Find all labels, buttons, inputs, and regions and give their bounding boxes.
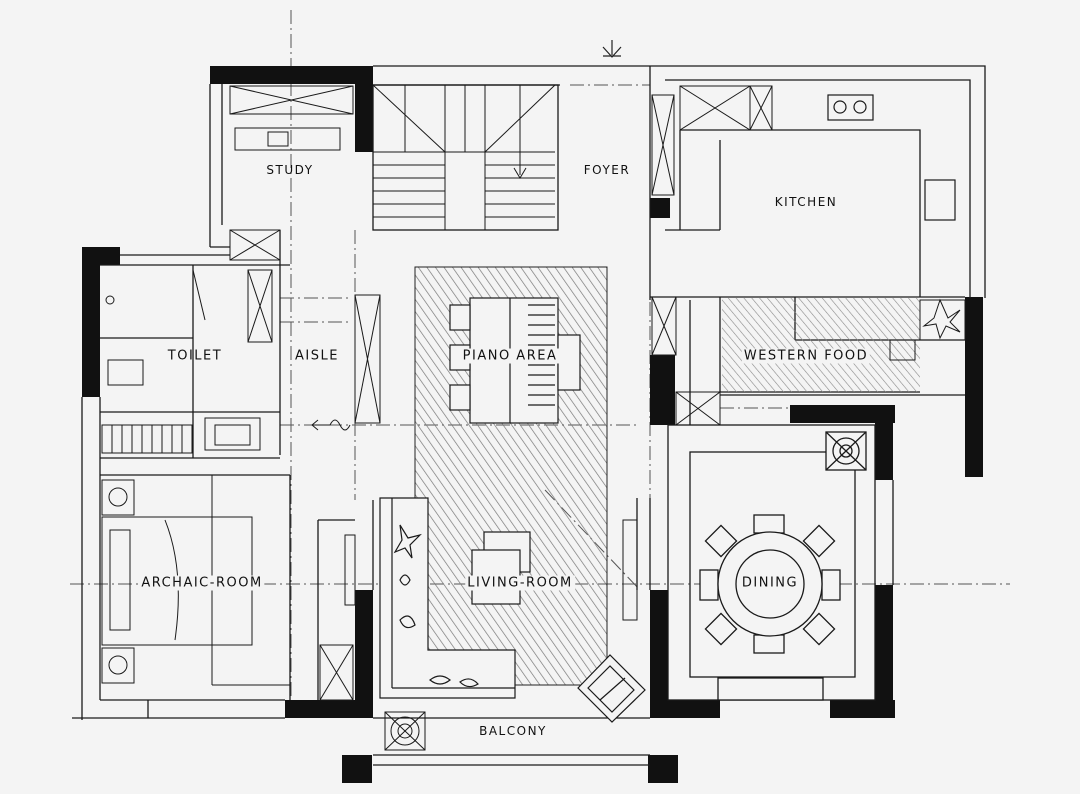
dining-table <box>699 431 867 701</box>
staircase <box>372 84 556 231</box>
sofa <box>379 497 516 699</box>
entrance-arrow-icon <box>602 40 622 58</box>
walls-solid <box>82 66 983 783</box>
walls-outline <box>72 65 986 766</box>
bar-counter <box>889 298 966 361</box>
bed <box>101 475 290 686</box>
balcony-planter <box>384 711 426 751</box>
toilet-fixtures <box>101 269 261 454</box>
tv-cabinet <box>344 519 638 621</box>
kitchen-fixtures <box>827 94 956 221</box>
armchair <box>577 654 646 723</box>
study-desk <box>234 127 341 151</box>
aisle-arrow-icon <box>311 419 351 431</box>
western-food-zone <box>722 298 920 392</box>
cabinets <box>229 85 773 701</box>
